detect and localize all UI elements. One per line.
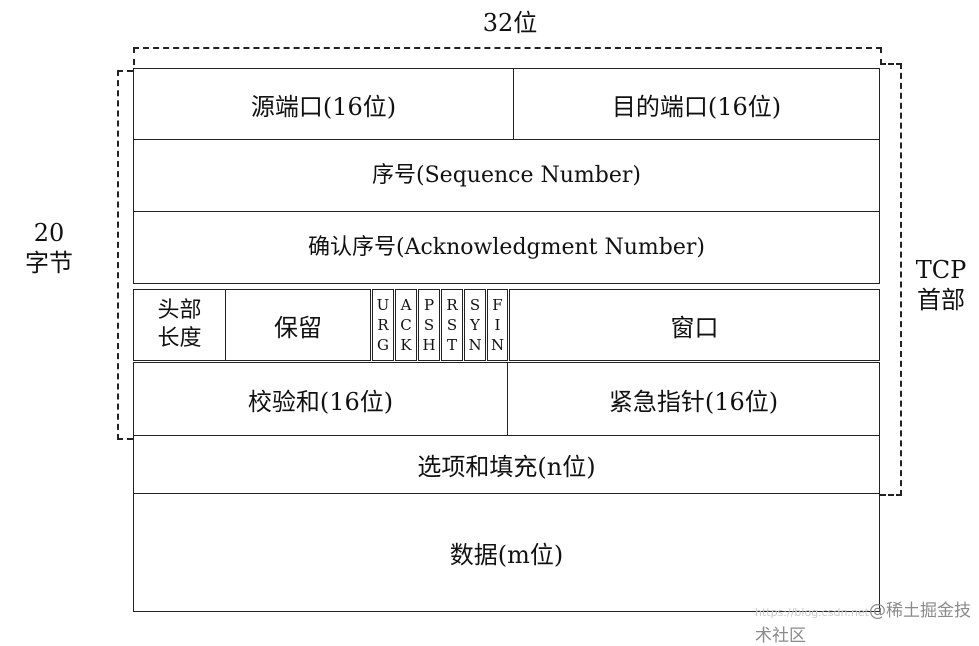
reserved-field: 保留 bbox=[225, 289, 371, 361]
flag-ack-char-1: A bbox=[400, 296, 412, 314]
data-field: 数据(m位) bbox=[133, 493, 880, 612]
flag-psh-char-2: S bbox=[423, 316, 435, 334]
flag-urg: U R G bbox=[372, 289, 394, 361]
tcp-header-label-line2: 首部 bbox=[917, 286, 965, 314]
watermark-url: https://blog.csdn.net bbox=[755, 606, 869, 619]
header-length-line2: 长度 bbox=[157, 326, 202, 351]
flag-psh-char-3: H bbox=[422, 336, 436, 354]
flag-syn: S Y N bbox=[464, 289, 486, 361]
twenty-byte-label-line2: 字节 bbox=[25, 249, 73, 277]
flag-ack-char-2: C bbox=[400, 316, 412, 334]
flag-ack-char-3: K bbox=[400, 336, 412, 354]
watermark: https://blog.csdn.net@稀土掘金技术社区 bbox=[755, 596, 979, 646]
twenty-byte-label-line1: 20 bbox=[33, 219, 65, 247]
flag-ack: A C K bbox=[395, 289, 417, 361]
tcp-header-label: TCP 首部 bbox=[906, 255, 976, 315]
flag-urg-char-1: U bbox=[376, 296, 390, 314]
width-label: 32位 bbox=[470, 8, 550, 38]
sequence-number-field: 序号(Sequence Number) bbox=[133, 139, 880, 212]
flag-psh: P S H bbox=[418, 289, 440, 361]
dest-port-field: 目的端口(16位) bbox=[513, 68, 880, 140]
flag-rst-char-2: S bbox=[446, 316, 458, 334]
flag-urg-char-3: G bbox=[377, 336, 389, 354]
options-padding-field: 选项和填充(n位) bbox=[133, 435, 880, 494]
twenty-byte-bracket bbox=[117, 70, 133, 440]
checksum-field: 校验和(16位) bbox=[133, 362, 508, 436]
ack-number-field: 确认序号(Acknowledgment Number) bbox=[133, 211, 880, 284]
flag-fin-char-3: N bbox=[490, 336, 505, 354]
urgent-pointer-field: 紧急指针(16位) bbox=[507, 362, 880, 436]
tcp-header-label-line1: TCP bbox=[915, 256, 967, 284]
flag-syn-char-1: S bbox=[469, 296, 481, 314]
flag-fin: F I N bbox=[487, 289, 508, 361]
width-bracket bbox=[133, 47, 882, 65]
window-field: 窗口 bbox=[509, 289, 880, 361]
tcp-header-bracket bbox=[880, 63, 902, 496]
flag-rst-char-1: R bbox=[446, 296, 458, 314]
source-port-field: 源端口(16位) bbox=[133, 68, 514, 140]
flag-syn-char-3: N bbox=[468, 336, 482, 354]
flag-rst-char-3: T bbox=[446, 336, 457, 354]
flag-syn-char-2: Y bbox=[470, 316, 480, 334]
flag-urg-char-2: R bbox=[377, 316, 389, 334]
flag-rst: R S T bbox=[441, 289, 463, 361]
twenty-byte-label: 20 字节 bbox=[14, 218, 84, 278]
flag-fin-char-1: F bbox=[492, 296, 503, 314]
header-length-line1: 头部 bbox=[157, 298, 202, 323]
flag-fin-char-2: I bbox=[494, 316, 501, 334]
flag-psh-char-1: P bbox=[423, 296, 435, 314]
header-length-field: 头部 长度 bbox=[133, 289, 226, 361]
